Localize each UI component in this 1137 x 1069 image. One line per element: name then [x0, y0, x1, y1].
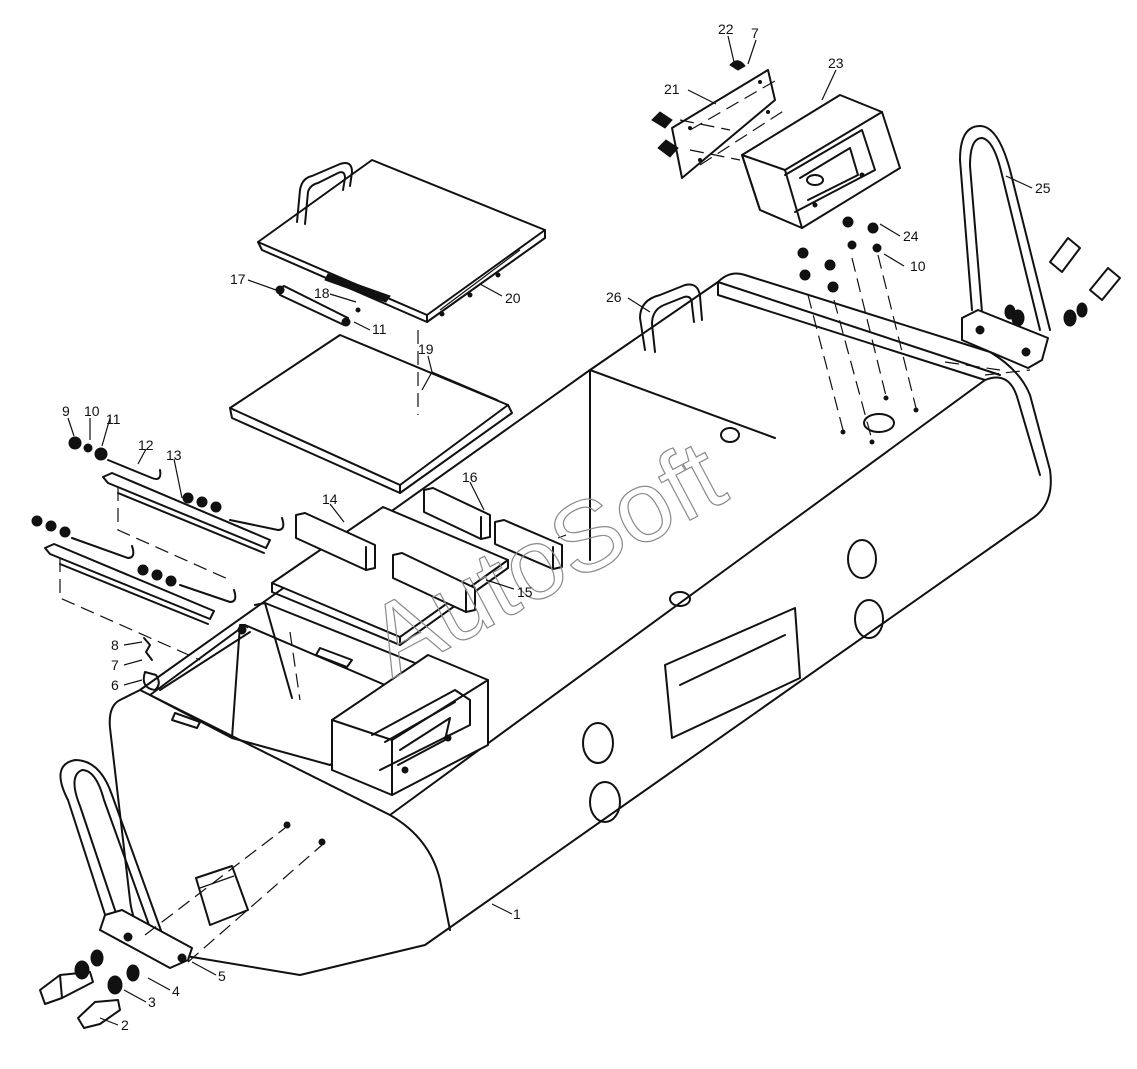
callout-label: 8	[111, 637, 119, 653]
top-cover-plate	[257, 159, 546, 323]
rear-battery-box	[651, 60, 901, 229]
callout-label: 20	[505, 290, 521, 306]
callout-label: 9	[62, 403, 70, 419]
callout-label: 4	[172, 983, 180, 999]
insulation-mats	[229, 334, 513, 494]
callout-label: 7	[751, 25, 759, 41]
callout-label: 19	[418, 341, 434, 357]
clamp-rods	[31, 285, 361, 691]
callout-labels: 1 2 3 4 5 6 7 8 9 10 11 12 13 14 15 16 1…	[62, 21, 1051, 1033]
callout-label: 23	[828, 55, 844, 71]
lifting-handle-top	[639, 283, 703, 353]
callout-label: 17	[230, 271, 246, 287]
callout-label: 7	[111, 657, 119, 673]
front-battery-box	[149, 602, 489, 796]
lifting-handle-left	[59, 759, 193, 969]
callout-label: 11	[372, 321, 387, 337]
callout-label: 6	[111, 677, 119, 693]
callout-label: 18	[314, 285, 330, 301]
spacer-bars	[295, 487, 567, 613]
callout-label: 22	[718, 21, 734, 37]
callout-label: 11	[106, 411, 121, 427]
callout-label: 2	[121, 1017, 129, 1033]
callout-label: 24	[903, 228, 919, 244]
lifting-handle-right	[959, 125, 1121, 369]
callout-label: 1	[513, 906, 521, 922]
callout-label: 15	[517, 584, 533, 600]
callout-leaders	[67, 35, 1033, 1026]
callout-label: 26	[606, 289, 622, 305]
mounting-bolts	[39, 216, 1088, 1029]
callout-label: 14	[322, 491, 338, 507]
counterweight-body	[108, 272, 1052, 976]
callout-label: 10	[910, 258, 926, 274]
callout-label: 12	[138, 437, 154, 453]
callout-label: 3	[148, 994, 156, 1010]
callout-label: 16	[462, 469, 478, 485]
callout-label: 10	[84, 403, 100, 419]
assembly-lines	[59, 77, 1031, 963]
callout-label: 21	[664, 81, 680, 97]
callout-label: 5	[218, 968, 226, 984]
callout-label: 25	[1035, 180, 1051, 196]
callout-label: 13	[166, 447, 182, 463]
